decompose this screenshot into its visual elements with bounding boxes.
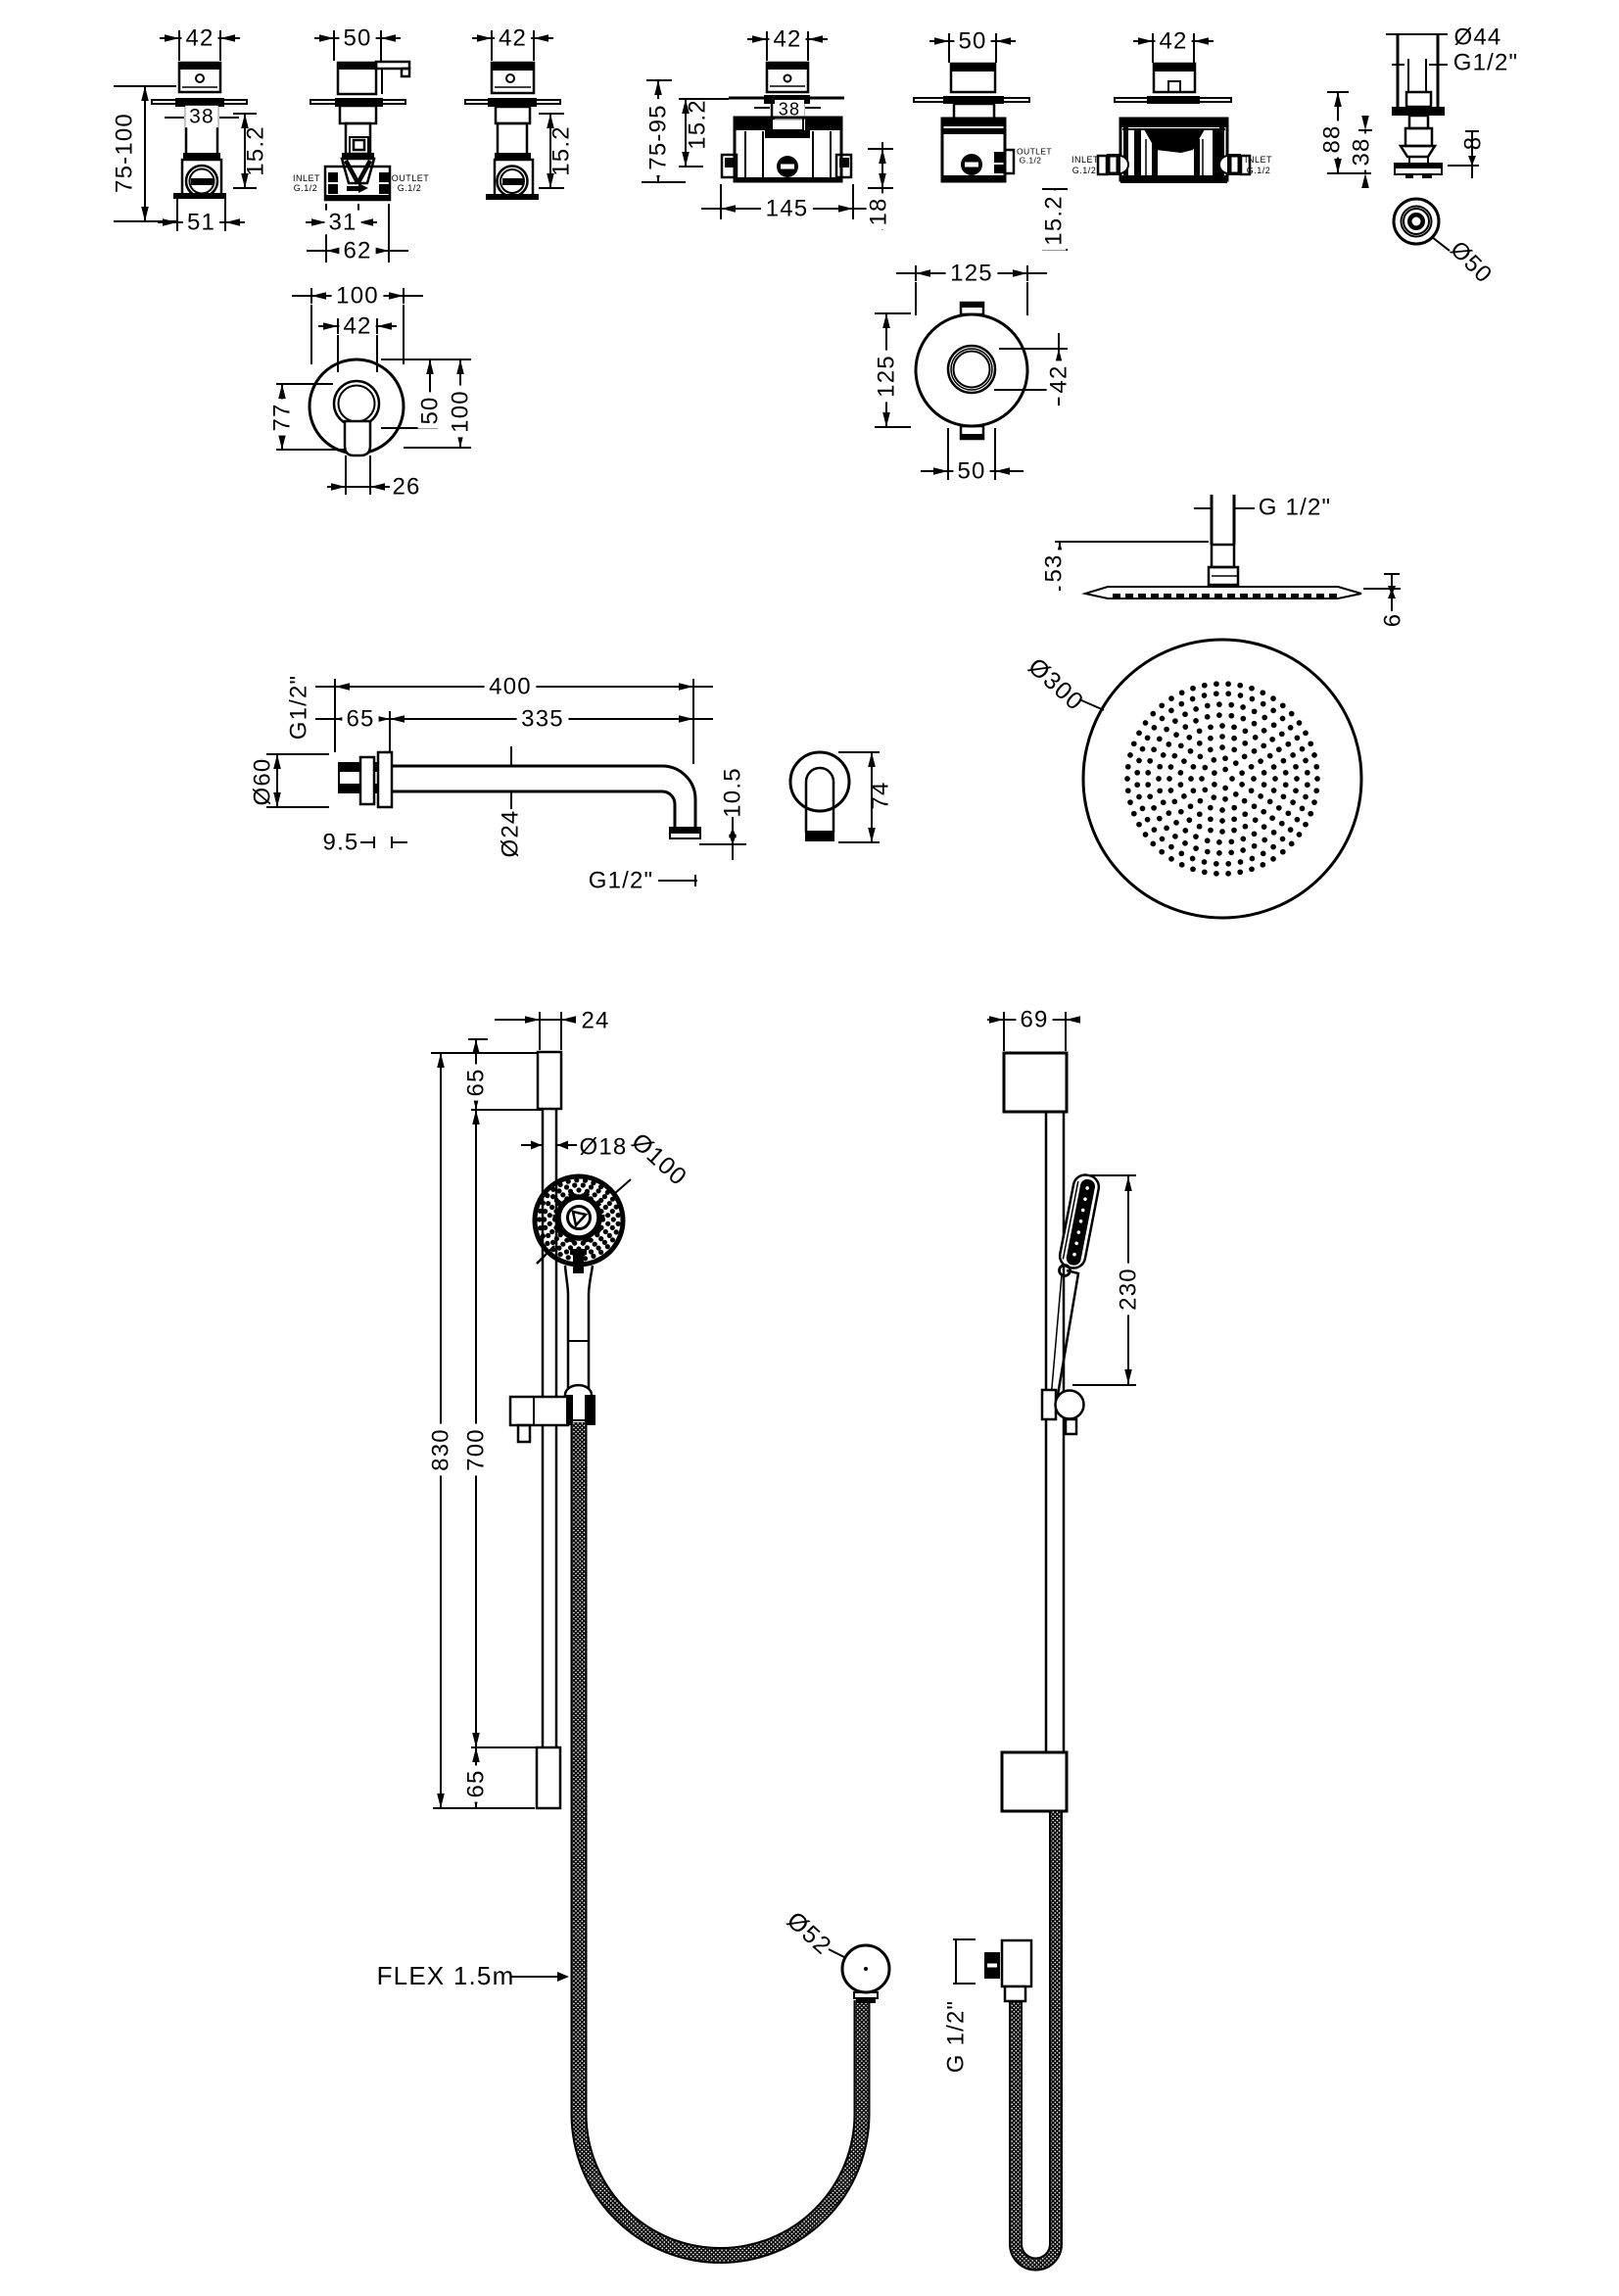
svg-text:50: 50 bbox=[343, 24, 371, 51]
svg-text:6: 6 bbox=[1379, 613, 1405, 628]
svg-text:830: 830 bbox=[427, 1428, 453, 1471]
svg-text:FLEX 1.5m: FLEX 1.5m bbox=[377, 1961, 515, 1990]
svg-text:10.5: 10.5 bbox=[719, 767, 745, 818]
svg-text:400: 400 bbox=[489, 673, 532, 699]
svg-text:230: 230 bbox=[1115, 1268, 1141, 1311]
svg-text:G1/2": G1/2" bbox=[589, 867, 654, 893]
svg-text:100: 100 bbox=[336, 282, 379, 309]
svg-text:100: 100 bbox=[447, 390, 473, 433]
svg-text:15.2: 15.2 bbox=[1040, 195, 1067, 246]
svg-text:Ø44: Ø44 bbox=[1454, 24, 1502, 50]
svg-text:Ø60: Ø60 bbox=[249, 758, 275, 806]
svg-text:69: 69 bbox=[1020, 1006, 1048, 1032]
svg-text:335: 335 bbox=[521, 705, 564, 732]
svg-text:42: 42 bbox=[343, 312, 371, 339]
svg-text:Ø24: Ø24 bbox=[497, 810, 523, 858]
svg-text:8: 8 bbox=[1459, 136, 1486, 151]
svg-text:OUTLET: OUTLET bbox=[1017, 147, 1052, 157]
svg-text:125: 125 bbox=[950, 260, 993, 286]
svg-text:INLET: INLET bbox=[1071, 155, 1099, 165]
svg-text:145: 145 bbox=[766, 195, 809, 221]
svg-text:18: 18 bbox=[865, 197, 891, 225]
svg-text:65: 65 bbox=[462, 1068, 489, 1096]
svg-text:50: 50 bbox=[958, 27, 986, 54]
svg-text:G.1/2: G.1/2 bbox=[1020, 156, 1042, 166]
svg-text:77: 77 bbox=[268, 403, 295, 431]
svg-text:88: 88 bbox=[1318, 124, 1345, 153]
svg-text:G1/2": G1/2" bbox=[1453, 49, 1519, 75]
svg-text:38: 38 bbox=[189, 106, 214, 128]
svg-text:G1/2": G1/2" bbox=[285, 675, 311, 741]
svg-text:50: 50 bbox=[957, 457, 985, 484]
svg-text:15.2: 15.2 bbox=[548, 125, 574, 176]
svg-text:9.5: 9.5 bbox=[323, 829, 359, 855]
svg-text:Ø18: Ø18 bbox=[580, 1133, 628, 1160]
svg-text:42: 42 bbox=[1045, 364, 1071, 393]
svg-text:G 1/2": G 1/2" bbox=[1259, 494, 1331, 520]
svg-text:15.2: 15.2 bbox=[242, 125, 268, 176]
svg-text:OUTLET: OUTLET bbox=[392, 173, 430, 183]
svg-text:51: 51 bbox=[187, 209, 215, 235]
svg-text:G 1/2": G 1/2" bbox=[942, 2000, 969, 2073]
svg-text:31: 31 bbox=[328, 209, 357, 235]
svg-text:75-100: 75-100 bbox=[111, 113, 137, 193]
svg-text:50: 50 bbox=[416, 396, 443, 424]
svg-text:65: 65 bbox=[346, 705, 374, 732]
svg-text:G.1/2: G.1/2 bbox=[1247, 166, 1271, 175]
svg-text:125: 125 bbox=[873, 355, 899, 398]
svg-text:65: 65 bbox=[462, 1769, 489, 1797]
svg-text:42: 42 bbox=[499, 24, 527, 51]
svg-text:42: 42 bbox=[1159, 27, 1187, 54]
svg-text:38: 38 bbox=[779, 100, 800, 120]
svg-text:24: 24 bbox=[581, 1007, 609, 1033]
svg-text:42: 42 bbox=[185, 24, 214, 51]
svg-text:G.1/2: G.1/2 bbox=[398, 183, 422, 193]
svg-text:74: 74 bbox=[867, 781, 893, 809]
svg-text:53: 53 bbox=[1040, 553, 1067, 582]
svg-text:G.1/2: G.1/2 bbox=[294, 183, 318, 193]
svg-text:62: 62 bbox=[343, 237, 371, 263]
svg-text:26: 26 bbox=[392, 473, 420, 500]
svg-text:42: 42 bbox=[773, 25, 801, 52]
svg-text:15.2: 15.2 bbox=[684, 99, 710, 150]
svg-text:38: 38 bbox=[1348, 137, 1374, 166]
svg-text:INLET: INLET bbox=[293, 173, 320, 183]
svg-text:INLET: INLET bbox=[1245, 155, 1272, 165]
svg-text:75-95: 75-95 bbox=[644, 104, 671, 169]
svg-text:G.1/2: G.1/2 bbox=[1072, 166, 1097, 175]
svg-text:700: 700 bbox=[462, 1428, 489, 1471]
